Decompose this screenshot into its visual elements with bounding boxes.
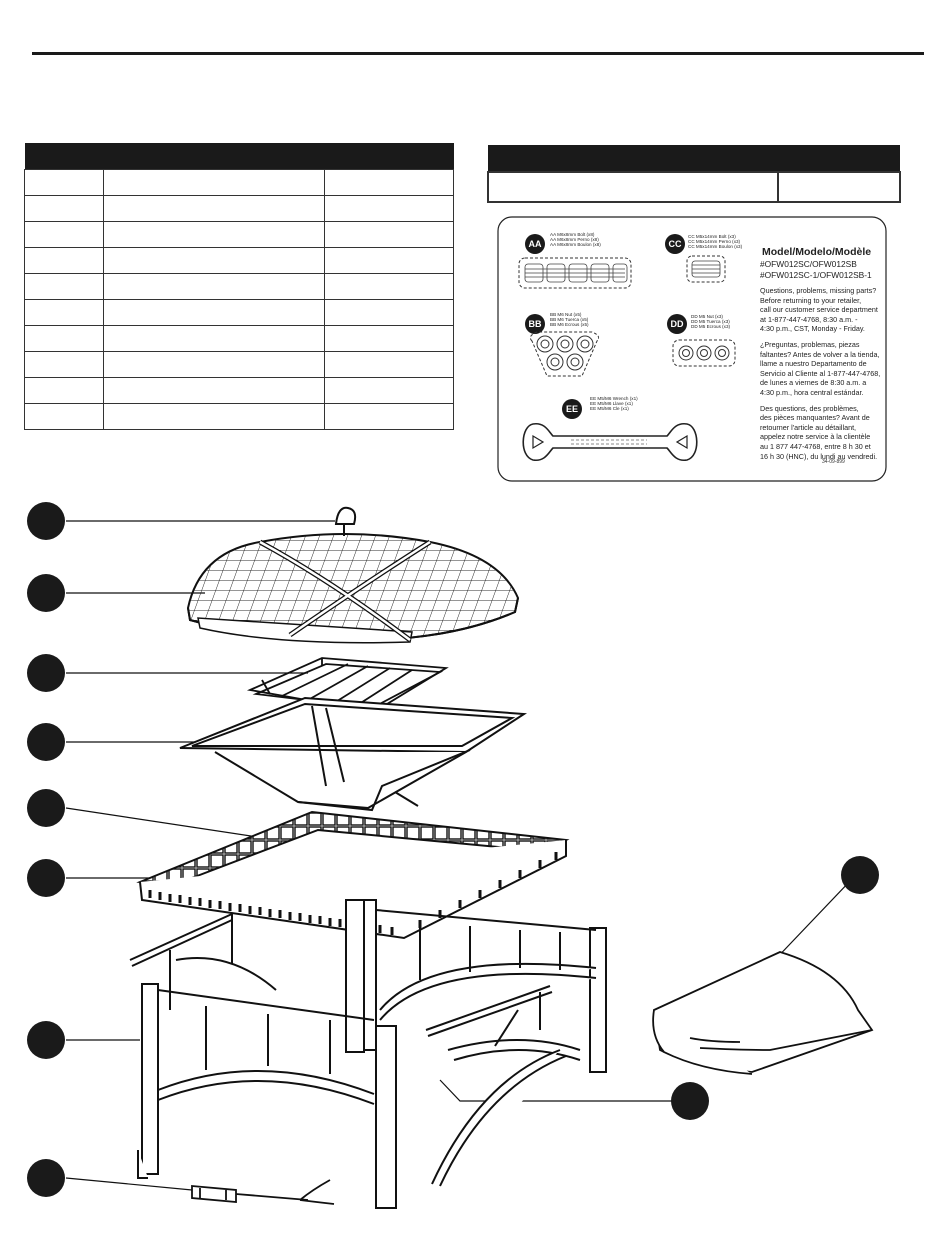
- badge-ee-label: EE: [566, 404, 578, 414]
- hardware-ee: EE: [522, 399, 698, 462]
- vinyl-cover: [652, 951, 874, 1075]
- badge-bb-label: BB: [529, 319, 542, 329]
- table-row: [24, 169, 454, 196]
- hardware-bb: BB: [525, 314, 600, 377]
- callout-circle: [27, 1021, 65, 1059]
- callout-circle: [27, 1159, 65, 1197]
- table-header-bar: [488, 145, 900, 172]
- table-row: [24, 325, 454, 352]
- table-row: [487, 171, 901, 203]
- fire-bowl: [179, 696, 528, 812]
- callout-circle: [841, 856, 879, 894]
- exploded-parts-diagram: [27, 502, 879, 1209]
- dd-label-lines: DD M5 Nut (x3) DD M5 Tuerca (x3) DD M5 E…: [691, 314, 731, 330]
- table-header-row: [24, 143, 454, 170]
- table-row: [24, 221, 454, 248]
- spark-screen-lid: [186, 533, 520, 644]
- hardware-dd: DD: [667, 314, 736, 367]
- table-row: [24, 247, 454, 274]
- table-row: [24, 195, 454, 222]
- callout-circle: [27, 502, 65, 540]
- model-title: Model/Modelo/Modèle: [762, 246, 872, 258]
- table-row: [24, 377, 454, 404]
- callout-circle: [27, 789, 65, 827]
- table-header-row: [488, 145, 900, 172]
- customer-service-text: Model/Modelo/Modèle #OFW012SC/OFW012SB #…: [760, 246, 886, 467]
- badge-dd-label: DD: [671, 319, 684, 329]
- card-code: 34-09-899: [822, 459, 845, 465]
- table-row: [24, 299, 454, 326]
- table-frame: [129, 899, 607, 1209]
- badge-aa-label: AA: [529, 239, 542, 249]
- callout-circles: [27, 502, 879, 1197]
- tile-tabletop: [136, 810, 570, 940]
- callout-circle: [27, 654, 65, 692]
- table-row: [24, 351, 454, 378]
- bb-label-lines: BB M6 Nut (x5) BB M6 Tuerca (x5) BB M6 E…: [550, 312, 589, 328]
- table-header-bar: [24, 143, 454, 170]
- french-service-text: Des questions, des problèmes, des pièces…: [760, 403, 878, 461]
- hardware-cc: CC: [665, 234, 726, 283]
- english-service-text: Questions, problems, missing parts? Befo…: [760, 286, 878, 334]
- lid-handle: [334, 506, 357, 536]
- hardware-table: [487, 145, 901, 203]
- callout-circle: [27, 723, 65, 761]
- callout-circle: [27, 859, 65, 897]
- callout-circle: [671, 1082, 709, 1120]
- badge-cc-label: CC: [669, 239, 682, 249]
- cc-label-lines: CC M5x14mm Bolt (x3) CC M5x14mm Perno (x…: [688, 234, 743, 250]
- aa-label-lines: AA M6x8mm Bolt (x8) AA M6x8mm Perno (x8)…: [550, 232, 601, 248]
- hardware-aa: AA: [518, 234, 632, 289]
- table-row: [24, 273, 454, 300]
- header-rule: [32, 52, 924, 55]
- ee-label-lines: EE M5/M6 Wrench (x1) EE M5/M6 Llave (x1)…: [590, 396, 638, 412]
- hardware-card: AA BB CC DD: [497, 216, 887, 482]
- callout-circle: [27, 574, 65, 612]
- parts-list-table: [24, 143, 454, 430]
- model-numbers: #OFW012SC/OFW012SB #OFW012SC-1/OFW012SB-…: [760, 259, 872, 280]
- spanish-service-text: ¿Preguntas, problemas, piezas faltantes?…: [760, 339, 881, 397]
- fire-poker: [191, 1179, 335, 1205]
- table-row: [24, 403, 454, 430]
